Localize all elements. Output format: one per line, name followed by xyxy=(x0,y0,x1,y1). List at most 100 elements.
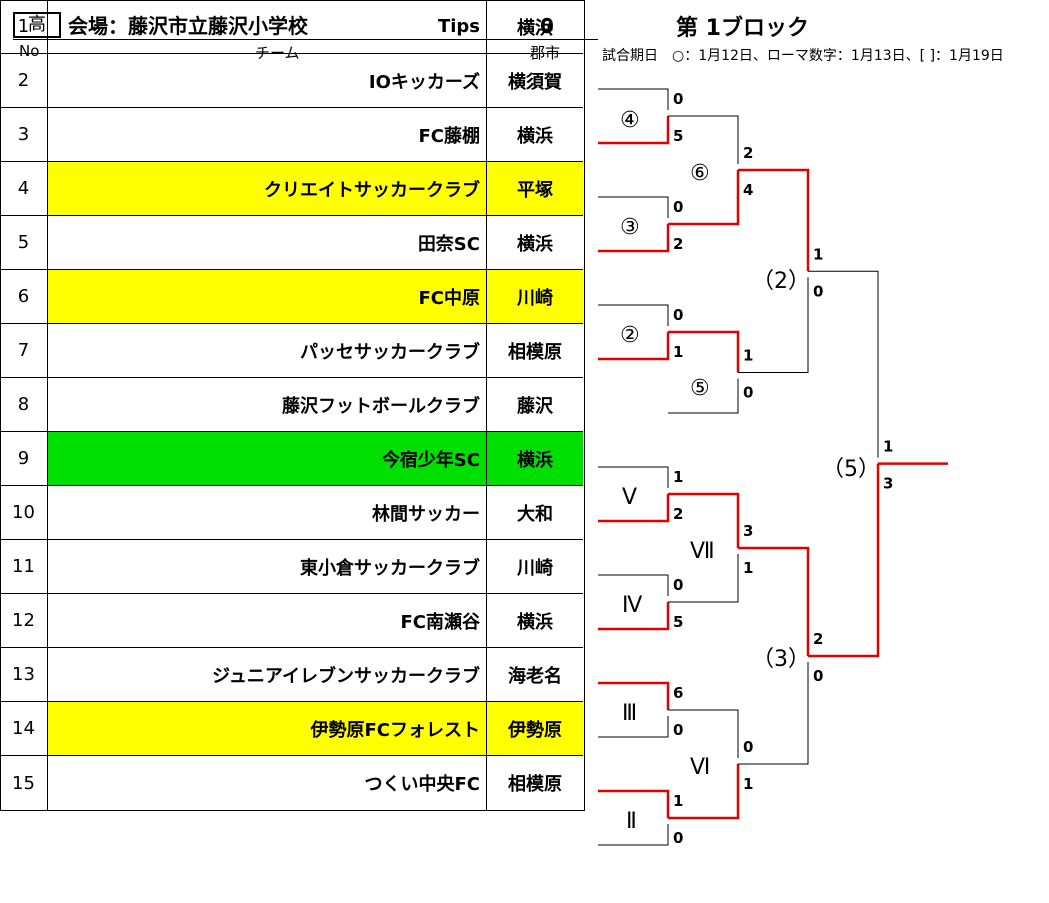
match-bottom-score: 0 xyxy=(673,829,683,847)
match-label: ② xyxy=(620,323,640,348)
match-label: Ⅳ xyxy=(622,593,643,618)
bracket-line-top xyxy=(668,115,739,164)
team-city: 相模原 xyxy=(508,774,562,795)
team-number: 1 xyxy=(0,0,48,53)
bracket-line-top xyxy=(598,88,669,110)
team-city: 伊勢原 xyxy=(487,702,583,755)
match-top-score: 1 xyxy=(673,792,683,810)
match-top-score: 0 xyxy=(673,90,683,108)
team-name: 林間サッカー xyxy=(48,486,487,539)
match-label: ③ xyxy=(620,215,640,240)
match-label: ⑤ xyxy=(690,376,710,401)
match-top-score: 0 xyxy=(673,576,683,594)
match-label: Ⅴ xyxy=(622,485,637,510)
team-name: FC南瀬谷 xyxy=(48,594,487,647)
team-city: 平塚 xyxy=(487,162,583,215)
bracket-line-bottom xyxy=(668,378,739,414)
team-number: 3 xyxy=(0,108,48,161)
column-header-no: No xyxy=(19,42,40,60)
match-dates-note: 試合期日 ○：1月12日、ローマ数字：1月13日、[ ]：1月19日 xyxy=(602,48,1004,64)
bracket-line-top xyxy=(598,789,670,812)
match-bottom-score: 1 xyxy=(743,775,753,793)
bracket-line-top xyxy=(668,709,739,758)
bracket-line-bottom xyxy=(598,824,669,846)
bracket-line-bottom xyxy=(738,662,809,765)
match-label: （2） xyxy=(752,269,810,294)
header-divider xyxy=(13,39,598,40)
team-number: 2 xyxy=(0,54,48,107)
match-label: Ⅵ xyxy=(690,755,710,780)
match-bottom-score: 0 xyxy=(813,282,823,300)
team-name: クリエイトサッカークラブ xyxy=(48,162,487,215)
team-name: 藤沢フットボールクラブ xyxy=(48,378,487,431)
match-bottom-score: 2 xyxy=(673,235,683,253)
match-bottom-score: 0 xyxy=(813,667,823,685)
match-top-score: 1 xyxy=(673,468,683,486)
team-city: 横浜 xyxy=(517,125,553,147)
match-top-score: 0 xyxy=(673,198,683,216)
block-title: 第 1ブロック xyxy=(676,16,809,41)
team-name: IOキッカーズ xyxy=(48,54,487,107)
team-city: 横浜 xyxy=(517,17,553,39)
match-top-score: 1 xyxy=(883,438,893,456)
bracket-line-top xyxy=(738,546,810,650)
bracket-line-bottom xyxy=(598,338,670,361)
team-name: FC中原 xyxy=(48,270,487,323)
bracket-line-bottom xyxy=(738,277,809,373)
team-number: 10 xyxy=(0,486,48,539)
bracket-line-top xyxy=(598,196,669,218)
bracket-line-bottom xyxy=(598,716,669,738)
bracket-line-bottom xyxy=(668,176,740,226)
match-label: （5） xyxy=(822,457,880,482)
team-name: FC藤棚 xyxy=(48,108,487,161)
match-label: Ⅱ xyxy=(626,809,637,834)
bracket-line-top xyxy=(808,270,879,458)
team-name: ジュニアイレブンサッカークラブ xyxy=(48,648,487,701)
team-number: 7 xyxy=(0,324,48,377)
team-name: 東小倉サッカークラブ xyxy=(48,540,487,593)
team-number: 15 xyxy=(0,756,48,810)
team-city: 相模原 xyxy=(508,341,562,363)
match-bottom-score: 0 xyxy=(673,721,683,739)
category-badge: 高 xyxy=(13,12,61,38)
match-bottom-score: 1 xyxy=(743,559,753,577)
header-count: 0 xyxy=(540,14,554,38)
match-label: ④ xyxy=(620,108,640,133)
match-bottom-score: 4 xyxy=(743,181,753,199)
team-number: 14 xyxy=(0,702,48,755)
match-label: Ⅲ xyxy=(622,701,637,726)
bracket-line-top xyxy=(598,466,669,488)
match-top-score: 2 xyxy=(743,144,753,162)
team-city: 横浜 xyxy=(517,611,553,633)
team-number: 13 xyxy=(0,648,48,701)
team-number: 9 xyxy=(0,432,48,485)
match-label: ⑥ xyxy=(690,161,710,186)
match-top-score: 0 xyxy=(673,306,683,324)
bracket-line-bottom xyxy=(668,554,739,603)
bracket-line-bottom xyxy=(598,230,670,253)
bracket-line-bottom xyxy=(598,500,670,523)
team-name: 伊勢原FCフォレスト xyxy=(48,702,487,755)
match-bottom-score: 0 xyxy=(743,384,753,402)
match-top-score: 3 xyxy=(743,522,753,540)
match-bottom-score: 1 xyxy=(673,343,683,361)
team-city: 大和 xyxy=(517,503,553,525)
team-city: 海老名 xyxy=(508,665,562,687)
bracket-line-top xyxy=(668,492,740,542)
team-number: 8 xyxy=(0,378,48,431)
team-city: 藤沢 xyxy=(517,395,553,417)
bracket-line-top xyxy=(668,330,740,367)
match-top-score: 0 xyxy=(743,738,753,756)
